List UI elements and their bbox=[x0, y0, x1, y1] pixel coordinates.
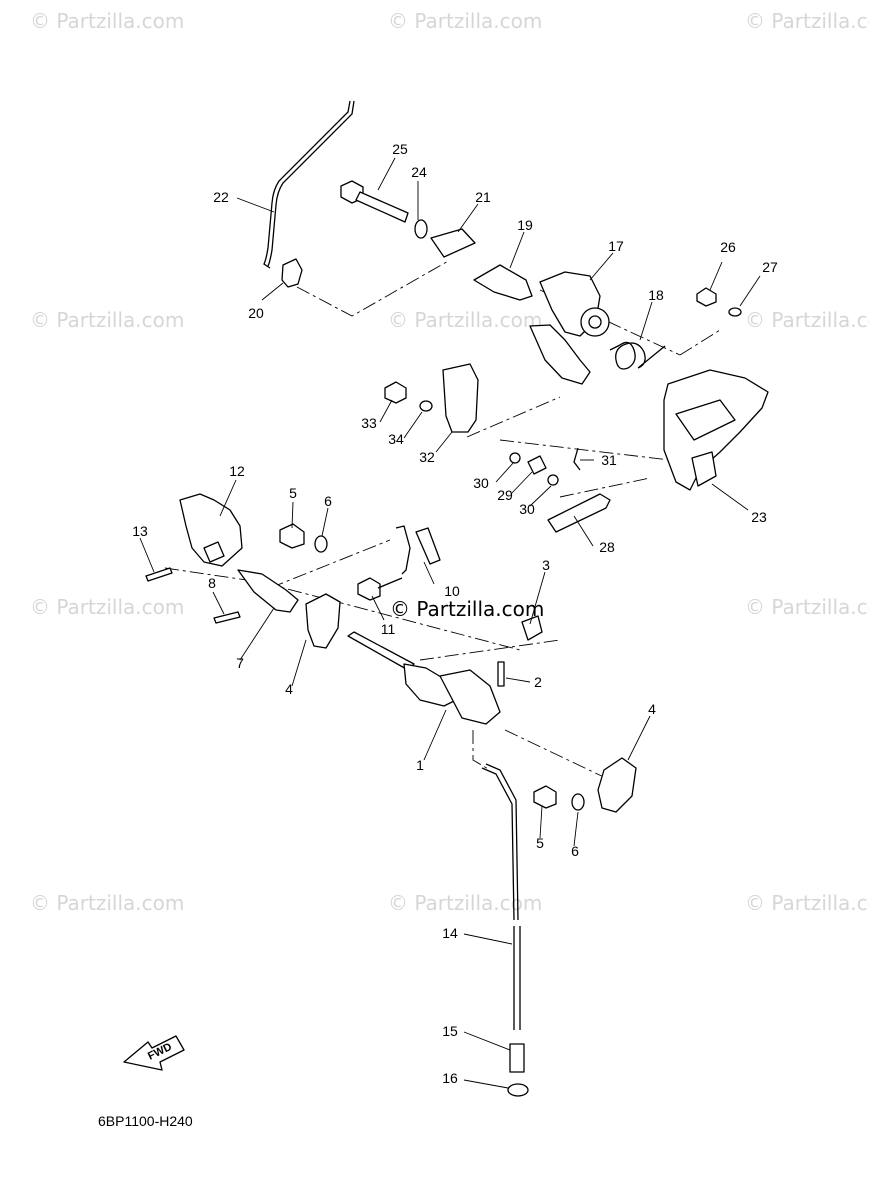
callout-31: 31 bbox=[601, 452, 617, 468]
watermark: © Partzilla.com bbox=[388, 9, 542, 33]
callout-30: 30 bbox=[519, 501, 535, 517]
watermark: © Partzilla.com bbox=[30, 9, 184, 33]
callout-15: 15 bbox=[442, 1023, 458, 1039]
part-14-rod-edge bbox=[481, 767, 515, 921]
fwd-arrow-icon: FWD bbox=[123, 1035, 185, 1071]
part-22-shift-rod-edge bbox=[263, 100, 351, 269]
part-31-pin bbox=[573, 447, 581, 471]
part-bracket-clip bbox=[395, 525, 411, 575]
part-14-rod bbox=[485, 763, 519, 921]
part-10-plate bbox=[415, 527, 441, 565]
watermark: © Partzilla.com bbox=[30, 595, 184, 619]
part-11-bolt-shank bbox=[377, 577, 403, 589]
callout-27: 27 bbox=[762, 259, 778, 275]
callout-21: 21 bbox=[475, 189, 491, 205]
callout-7: 7 bbox=[236, 655, 244, 671]
callout-labels: 1 2 3 4 4 5 5 6 6 7 8 10 11 12 13 14 15 … bbox=[132, 141, 778, 1086]
watermark: © Partzilla.com bbox=[388, 891, 542, 915]
callout-5: 5 bbox=[536, 835, 544, 851]
watermark: © Partzilla.com bbox=[745, 595, 869, 619]
callout-2: 2 bbox=[534, 674, 542, 690]
callout-10: 10 bbox=[444, 583, 460, 599]
callout-1: 1 bbox=[416, 757, 424, 773]
callout-33: 33 bbox=[361, 415, 377, 431]
callout-4: 4 bbox=[648, 701, 656, 717]
watermark: © Partzilla.com bbox=[388, 308, 542, 332]
callout-22: 22 bbox=[213, 189, 229, 205]
part-14-rod-lower bbox=[513, 926, 521, 1030]
part-34-washer bbox=[419, 400, 433, 412]
part-26-bolt bbox=[696, 287, 717, 307]
callout-18: 18 bbox=[648, 287, 664, 303]
part-1-shift-shaft bbox=[347, 631, 501, 725]
callout-11: 11 bbox=[381, 621, 396, 637]
part-28-slider bbox=[547, 493, 611, 533]
part-32-plate bbox=[442, 363, 479, 433]
part-13-pin bbox=[145, 567, 173, 582]
watermark: © Partzilla.com bbox=[745, 891, 869, 915]
part-3-clip bbox=[521, 615, 543, 641]
leader-lines bbox=[139, 157, 761, 1089]
callout-12: 12 bbox=[229, 463, 245, 479]
part-8-pin bbox=[213, 611, 241, 624]
part-20-clip bbox=[281, 258, 303, 288]
watermark: © Partzilla.com bbox=[30, 308, 184, 332]
callout-8: 8 bbox=[208, 575, 216, 591]
part-30-washer bbox=[547, 474, 559, 486]
part-15-sleeve bbox=[509, 1043, 525, 1073]
callout-34: 34 bbox=[388, 431, 404, 447]
part-6-washer bbox=[571, 793, 585, 811]
callout-28: 28 bbox=[599, 539, 615, 555]
callout-24: 24 bbox=[411, 164, 427, 180]
watermark: © Partzilla.com bbox=[745, 308, 869, 332]
part-29-collar bbox=[527, 455, 547, 475]
callout-4: 4 bbox=[285, 681, 293, 697]
part-4-lever bbox=[305, 593, 341, 649]
part-2-pin bbox=[497, 661, 505, 687]
callout-6: 6 bbox=[324, 493, 332, 509]
center-watermark: © Partzilla.com bbox=[390, 597, 544, 621]
callout-26: 26 bbox=[720, 239, 736, 255]
part-23-bracket bbox=[663, 369, 769, 491]
callout-5: 5 bbox=[289, 485, 297, 501]
part-4-lever bbox=[597, 757, 637, 813]
part-16-nut bbox=[507, 1083, 529, 1097]
part-7-roller bbox=[237, 569, 299, 613]
callout-23: 23 bbox=[751, 509, 767, 525]
callout-29: 29 bbox=[497, 487, 513, 503]
part-12-lever bbox=[179, 493, 243, 567]
callout-13: 13 bbox=[132, 523, 148, 539]
part-25-bolt bbox=[340, 180, 409, 223]
part-33-bolt bbox=[384, 381, 407, 404]
watermarks: © Partzilla.com © Partzilla.com © Partzi… bbox=[30, 9, 869, 915]
part-17-lever bbox=[529, 271, 610, 385]
callout-25: 25 bbox=[392, 141, 408, 157]
part-5-bolt bbox=[279, 523, 305, 549]
part-5-bolt bbox=[533, 785, 557, 809]
diagram-code: 6BP1100-H240 bbox=[98, 1113, 193, 1129]
callout-32: 32 bbox=[419, 449, 435, 465]
callout-16: 16 bbox=[442, 1070, 458, 1086]
callout-19: 19 bbox=[517, 217, 533, 233]
part-21-collar bbox=[430, 228, 476, 258]
part-18-spring bbox=[609, 341, 666, 370]
callout-3: 3 bbox=[542, 557, 550, 573]
callout-6: 6 bbox=[571, 843, 579, 859]
callout-20: 20 bbox=[248, 305, 264, 321]
part-27-washer bbox=[728, 307, 742, 317]
watermark: © Partzilla.com bbox=[30, 891, 184, 915]
callout-14: 14 bbox=[442, 925, 458, 941]
part-30-washer bbox=[509, 452, 521, 464]
watermark: © Partzilla.com bbox=[745, 9, 869, 33]
callout-17: 17 bbox=[608, 238, 624, 254]
part-22-shift-rod bbox=[267, 100, 355, 267]
callout-30: 30 bbox=[473, 475, 489, 491]
part-11-bolt bbox=[357, 577, 381, 601]
part-6-washer bbox=[314, 535, 328, 553]
part-24-washer bbox=[414, 219, 428, 239]
part-19-link bbox=[473, 264, 533, 301]
